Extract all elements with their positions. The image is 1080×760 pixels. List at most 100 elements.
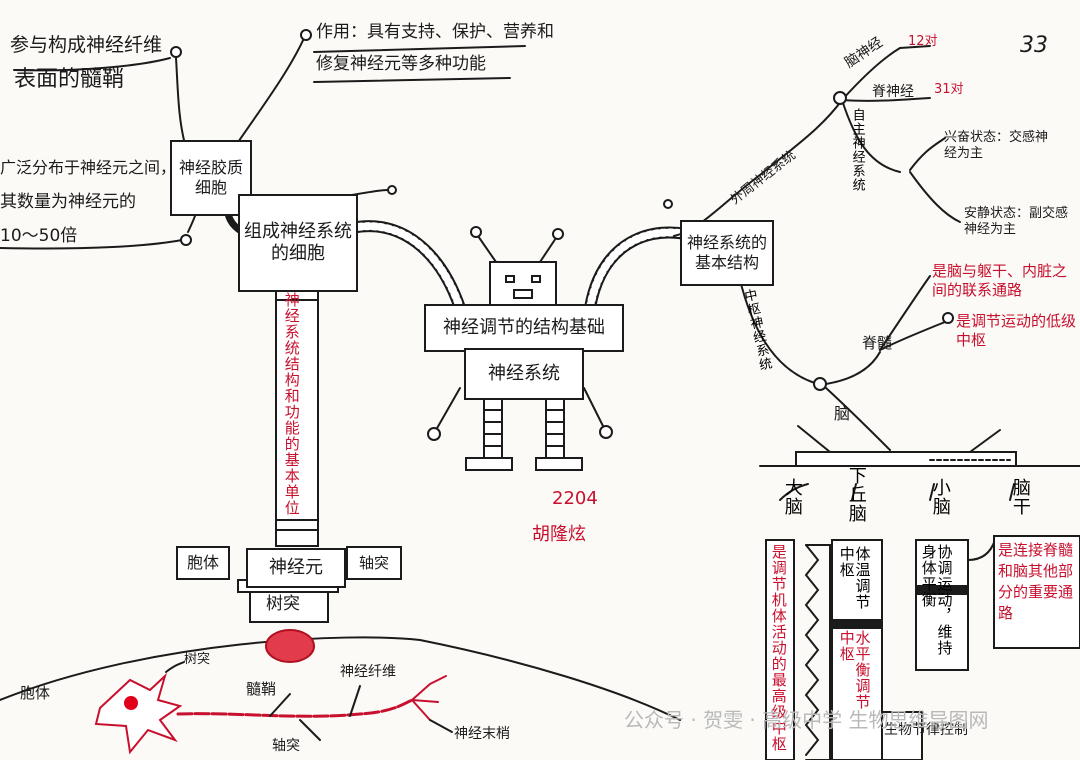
antenna-right: [539, 237, 557, 263]
axon-box: 轴突: [346, 546, 402, 580]
brainstem-name: 脑干: [1009, 478, 1031, 516]
brain-branch: [825, 387, 891, 451]
spinal-count: 31对: [934, 82, 964, 97]
label-pointer: [429, 719, 453, 733]
robot-arm-right-ribs: [586, 228, 690, 312]
robot-head: [489, 261, 557, 307]
glia-function-1: 作用：具有支持、保护、营养和: [316, 22, 554, 42]
connector-line: [851, 483, 857, 501]
cerebellum-fn: 协调运动，维持身体平衡: [919, 544, 954, 656]
function-underline: [313, 45, 526, 53]
sympathetic-branch: [909, 137, 946, 171]
axon-terminal: [411, 675, 447, 721]
spinal-cord-fn1: 是脑与躯干、内脏之间的联系通路: [932, 262, 1068, 299]
autonomic-branch: [841, 99, 901, 173]
nucleus: [124, 696, 138, 710]
robot-eye: [531, 275, 541, 283]
robot-arm-left-ribs: [348, 222, 464, 312]
parasympathetic-branch: [909, 171, 961, 223]
hypothalamus-fn3: 生物节律控制: [884, 722, 968, 738]
hypothalamus-fn2: 水平衡调节中枢: [837, 630, 872, 710]
cranial-count: 12对: [908, 34, 938, 49]
glia-distribution-2: 其数量为神经元的: [0, 192, 136, 212]
hypothalamus-strip: [805, 544, 831, 760]
autonomic-label: 自主神经系统: [849, 108, 865, 192]
glia-function-2: 修复神经元等多种功能: [316, 54, 486, 74]
antenna-left: [477, 235, 497, 263]
divider-bar: [831, 619, 883, 629]
ns-structure-box: 神经系统的基本结构: [680, 220, 774, 286]
diagram-cell-body: 胞体: [20, 684, 51, 702]
connector-line: [779, 483, 809, 501]
cerebellum-name: 小脑: [929, 478, 951, 516]
column-bands: [275, 299, 319, 531]
hypothalamus-column: [831, 539, 883, 760]
connector-line: [929, 483, 935, 501]
connector-line: [1009, 483, 1015, 501]
cranial-tail: [899, 45, 931, 49]
robot-leg: [545, 397, 565, 459]
cerebrum-name: 大脑: [781, 478, 803, 516]
connector-line: [879, 275, 931, 351]
cranial-branch: [841, 47, 901, 101]
biorhythm-tab: [881, 711, 923, 760]
leg-ribs: [483, 409, 503, 447]
glia-distribution-3: 10～50倍: [0, 226, 78, 246]
cells-box: 组成神经系统的细胞: [238, 194, 358, 292]
watermark: 公众号 · 贺雯 · 高级中学 生物思维导图网: [624, 708, 989, 732]
spinal-branch: [841, 97, 931, 102]
connector-line: [967, 539, 996, 561]
cerebellum-column: [915, 539, 969, 671]
node-circle: [300, 29, 312, 41]
diagram-nerve-fiber: 神经纤维: [340, 664, 396, 680]
author-name: 胡隆炫: [532, 524, 586, 545]
diagram-myelin: 髓鞘: [246, 680, 277, 698]
spinal-cord-branch: [825, 351, 881, 385]
divider-bar: [915, 585, 969, 595]
neuron-center-box: 神经元: [246, 548, 346, 588]
connector-line: [233, 35, 306, 149]
label-pointer: [349, 685, 361, 717]
glia-distribution-1: 广泛分布于神经元之间，: [0, 158, 177, 177]
myelin-underline: [13, 57, 171, 72]
tv-antenna: [797, 425, 831, 453]
gear-icon: [833, 91, 847, 105]
brain-label: 脑: [834, 404, 851, 423]
robot-leg: [483, 397, 503, 459]
tv-antenna: [969, 429, 1001, 453]
antenna-ball: [552, 228, 564, 240]
gear-icon: [813, 377, 827, 391]
spinal-cord-label: 脊髓: [862, 334, 893, 352]
function-underline: [313, 77, 511, 83]
distribution-underline: [0, 239, 183, 250]
brain-bar: [795, 451, 1017, 467]
page-number: 33: [1020, 33, 1048, 58]
spinal-label: 脊神经: [872, 84, 914, 100]
robot-hand: [427, 427, 441, 441]
dendrite-label: 树突: [266, 594, 300, 614]
robot-foot: [535, 457, 583, 471]
axon-myelin: [176, 698, 414, 718]
brainstem-fn: 是连接脊髓和脑其他部分的重要通路: [998, 541, 1074, 622]
peripheral-branch: [673, 99, 843, 237]
parasympathetic-state: 安静状态：副交感神经为主: [964, 206, 1069, 238]
robot-eye: [505, 275, 515, 283]
cell-body-box: 胞体: [176, 546, 230, 580]
node-circle: [942, 312, 954, 324]
neuron-diagram-outline: [0, 636, 681, 721]
leg-ribs: [545, 409, 565, 447]
robot-body-label: 神经系统: [464, 348, 584, 400]
robot-mouth: [513, 289, 533, 299]
node-circle: [170, 46, 182, 58]
connector-line: [175, 57, 187, 149]
glia-part-of: 参与构成神经纤维: [10, 34, 163, 56]
synapse-blob: [265, 629, 315, 663]
diagram-axon: 轴突: [272, 738, 300, 754]
hypothalamus-name: 下丘脑: [845, 466, 867, 523]
diagram-dendrite: 树突: [184, 652, 211, 667]
label-pointer: [269, 693, 291, 717]
hypothalamus-fn1: 体温调节中枢: [837, 546, 872, 610]
robot-foot: [465, 457, 513, 471]
